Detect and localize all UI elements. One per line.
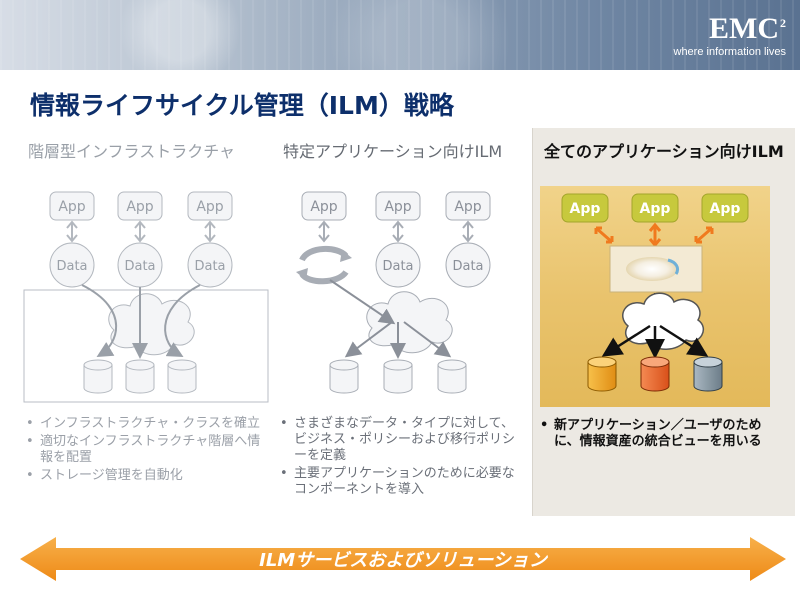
app-label: App	[196, 199, 223, 215]
app-label: App	[58, 199, 85, 215]
bullet-item: さまざまなデータ・タイプに対して、ビジネス・ポリシーおよび移行ポリシーを定義	[280, 416, 525, 464]
storage-cylinders	[83, 359, 197, 394]
double-headed-arrow-icon	[20, 537, 786, 581]
data-label: Data	[452, 259, 483, 274]
data-flow-arrows	[329, 279, 452, 359]
app-label: App	[570, 201, 601, 217]
swirl-arrowhead	[340, 250, 352, 262]
data-circle-2: Data	[375, 242, 421, 288]
bullet-item: ストレージ管理を自動化	[26, 468, 266, 484]
header-banner: EMC2 where information lives	[0, 0, 800, 70]
storage-network-cloud	[622, 292, 704, 350]
app-label: App	[126, 199, 153, 215]
cylinder-2	[125, 359, 155, 394]
app-box-2: App	[117, 191, 163, 221]
app-box-3: App	[701, 193, 749, 223]
data-flow-arrows	[601, 324, 709, 359]
ilm-services-banner-arrow: ILMサービスおよびソリューション	[20, 537, 786, 581]
data-label: Data	[124, 259, 155, 274]
storage-network-cloud	[108, 293, 195, 356]
emc-logo: EMC2 where information lives	[666, 8, 787, 59]
logo-wordmark: EMC2	[666, 8, 786, 44]
column3-diagram: App App App	[561, 193, 749, 392]
cylinder-orange	[640, 356, 670, 392]
storage-network-cloud	[366, 291, 453, 354]
cylinder-3	[167, 359, 197, 394]
app-box-1: App	[561, 193, 609, 223]
cylinder-3	[437, 359, 467, 394]
app-label: App	[710, 201, 741, 217]
data-circle-3: Data	[445, 242, 491, 288]
slide-title: 情報ライフサイクル管理（ILM）戦略	[30, 91, 454, 120]
app-box-2: App	[631, 193, 679, 223]
column2-bullets: さまざまなデータ・タイプに対して、ビジネス・ポリシーおよび移行ポリシーを定義 主…	[280, 416, 525, 500]
double-arrows	[66, 220, 216, 243]
infrastructure-box	[23, 289, 269, 403]
cylinder-2	[383, 359, 413, 394]
cylinder-gray	[693, 356, 723, 392]
data-circle-3: Data	[187, 242, 233, 288]
app-label: App	[310, 199, 337, 215]
data-flow-arrows	[81, 284, 201, 359]
double-arrows	[318, 220, 474, 243]
column3-heading: 全てのアプリケーション向けILM	[544, 142, 784, 161]
app-box-3: App	[187, 191, 233, 221]
app-box-1: App	[49, 191, 95, 221]
ilm-services-label: ILMサービスおよびソリューション	[259, 550, 547, 571]
orange-double-arrows	[594, 222, 714, 248]
data-label: Data	[194, 259, 225, 274]
app-label: App	[640, 201, 671, 217]
bullet-item: 主要アプリケーションのために必要なコンポーネントを導入	[280, 466, 525, 498]
logo-superscript: 2	[780, 16, 786, 30]
lifecycle-swirl-icon	[299, 246, 349, 285]
bullet-item: 適切なインフラストラクチャ階層へ情報を配置	[26, 434, 266, 466]
cylinder-yellow	[587, 356, 617, 392]
column1-bullets: インフラストラクチャ・クラスを確立 適切なインフラストラクチャ階層へ情報を配置 …	[26, 416, 266, 486]
column2-heading: 特定アプリケーション向けILM	[283, 142, 503, 161]
banner-texture	[0, 0, 800, 70]
swirl-arrowhead	[296, 268, 308, 280]
lifecycle-swirl-icon	[667, 258, 680, 275]
column1-heading: 階層型インフラストラクチャ	[28, 142, 236, 161]
information-glow-icon	[626, 257, 678, 281]
app-box-3: App	[445, 191, 491, 221]
column3-bullets: 新アプリケーション／ユーザのために、情報資産の統合ビューを用いる	[540, 418, 780, 452]
data-label: Data	[382, 259, 413, 274]
app-label: App	[384, 199, 411, 215]
data-circle-1: Data	[49, 242, 95, 288]
logo-brand: EMC	[709, 12, 779, 45]
cylinder-1	[329, 359, 359, 394]
app-box-2: App	[375, 191, 421, 221]
storage-cylinders	[329, 359, 467, 394]
app-label: App	[454, 199, 481, 215]
column2-diagram: App App App Data Data	[296, 191, 491, 394]
cylinder-1	[83, 359, 113, 394]
data-label: Data	[56, 259, 87, 274]
data-circle-2: Data	[117, 242, 163, 288]
logo-tagline: where information lives	[673, 46, 787, 58]
column1-diagram: App App App Data Data Data	[23, 191, 269, 403]
bullet-item: インフラストラクチャ・クラスを確立	[26, 416, 266, 432]
app-box-1: App	[301, 191, 347, 221]
bullet-item: 新アプリケーション／ユーザのために、情報資産の統合ビューを用いる	[540, 418, 780, 450]
